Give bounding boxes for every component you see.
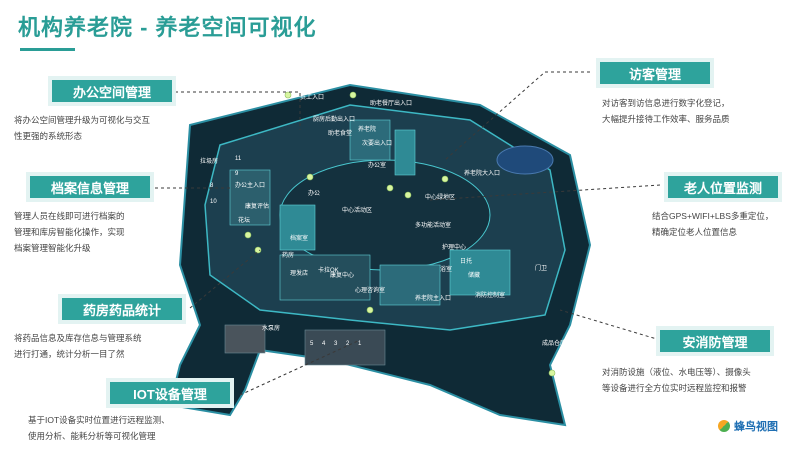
room-block[interactable] xyxy=(279,204,316,251)
map-label[interactable]: 花坛 xyxy=(238,216,250,224)
map-label[interactable]: 档案室 xyxy=(290,234,308,242)
parking-block[interactable] xyxy=(304,329,386,366)
map-label[interactable]: 门卫 xyxy=(535,264,547,272)
page-title: 机构养老院 - 养老空间可视化 xyxy=(18,15,317,40)
feature-label-visitor[interactable]: 访客管理 xyxy=(600,62,710,84)
map-label[interactable]: 水泵房 xyxy=(262,324,280,332)
map-label[interactable]: 员工入口 xyxy=(300,94,324,101)
map-label[interactable]: 理发店 xyxy=(290,269,308,277)
feature-label-iot[interactable]: IOT设备管理 xyxy=(110,382,230,404)
map-label[interactable]: 养老院 xyxy=(358,125,376,133)
location-marker[interactable] xyxy=(244,231,252,239)
map-label[interactable]: 康复评估 xyxy=(245,202,269,210)
map-label[interactable]: 办公 xyxy=(308,189,320,197)
feature-desc-pharmacy: 将药品信息及库存信息与管理系统进行打通，统计分析一目了然 xyxy=(14,333,142,359)
map-label[interactable]: 办公主入口 xyxy=(235,181,265,189)
feature-label-pharmacy[interactable]: 药房药品统计 xyxy=(62,298,182,320)
map-label[interactable]: 助老食堂 xyxy=(328,129,352,137)
map-label[interactable]: 消防控制室 xyxy=(475,291,505,299)
map-label[interactable]: 次要出入口 xyxy=(362,139,392,147)
building-number: 8 xyxy=(210,183,214,189)
room-block[interactable] xyxy=(449,249,511,296)
map-label[interactable]: 拉圾房 xyxy=(200,157,218,165)
feature-desc-fire: 对消防设施（液位、水电压等）、摄像头等设备进行全方位实时远程监控和报警 xyxy=(602,367,751,393)
map-label[interactable]: 护理中心 xyxy=(442,243,466,251)
map-label[interactable]: 卡拉OK xyxy=(318,266,339,274)
feature-desc-elder: 结合GPS+WIFI+LBS多重定位，精确定位老人位置信息 xyxy=(652,211,774,237)
map-label[interactable]: 中心绿地区 xyxy=(425,193,455,201)
location-marker[interactable] xyxy=(284,91,292,99)
feature-label-fire[interactable]: 安消防管理 xyxy=(660,330,770,352)
building-number: 9 xyxy=(235,171,239,177)
map-label[interactable]: 养老院主入口 xyxy=(415,294,451,302)
room-block[interactable] xyxy=(349,119,391,161)
map-label[interactable]: 药房 xyxy=(282,251,294,259)
map-label[interactable]: 助老餐厅出入口 xyxy=(370,99,412,107)
pump-room[interactable] xyxy=(224,324,266,354)
map-label[interactable]: 日托 xyxy=(460,257,472,265)
feature-desc-iot: 基于IOT设备实时位置进行远程监测、使用分析、能耗分析等可视化管理 xyxy=(28,415,170,441)
location-marker[interactable] xyxy=(404,191,412,199)
map-label[interactable]: 办公室 xyxy=(368,161,386,169)
room-block[interactable] xyxy=(229,169,271,226)
location-marker[interactable] xyxy=(349,91,357,99)
feature-label-elder[interactable]: 老人位置监测 xyxy=(668,176,778,198)
brand-logo: 蜂鸟视图 xyxy=(718,418,778,434)
map-label[interactable]: 心理咨询室 xyxy=(355,286,385,294)
map-label[interactable]: 浴室 xyxy=(440,265,452,273)
feature-desc-office: 将办公空间管理升级为可视化与交互性更强的系统形态 xyxy=(14,115,151,141)
map-label[interactable]: 康复中心 xyxy=(330,271,354,279)
building-number: 10 xyxy=(210,199,217,205)
room-block[interactable] xyxy=(379,264,441,306)
location-marker[interactable] xyxy=(254,246,262,254)
feature-label-office[interactable]: 办公空间管理 xyxy=(52,80,172,102)
pond xyxy=(496,145,554,175)
map-label[interactable]: 成品仓库 xyxy=(542,339,566,347)
brand-name: 蜂鸟视图 xyxy=(734,421,778,433)
feature-desc-visitor: 对访客到访信息进行数字化登记，大幅提升接待工作效率、服务品质 xyxy=(602,98,730,124)
location-marker[interactable] xyxy=(386,184,394,192)
map-label[interactable]: 中心活动区 xyxy=(342,206,372,214)
map-label[interactable]: 储藏 xyxy=(468,271,480,279)
location-marker[interactable] xyxy=(366,306,374,314)
room-block[interactable] xyxy=(394,129,416,176)
title-underline xyxy=(20,48,75,51)
bee-icon xyxy=(718,420,730,432)
feature-desc-archive: 管理人员在线即可进行档案的管理和库房智能化操作，实现档案管理智能化升级 xyxy=(14,211,125,253)
map-label[interactable]: 多功能活动室 xyxy=(415,221,451,229)
room-block[interactable] xyxy=(279,254,371,301)
location-marker[interactable] xyxy=(306,173,314,181)
location-marker[interactable] xyxy=(548,369,556,377)
map-label[interactable]: 养老院大入口 xyxy=(464,169,500,177)
feature-label-archive[interactable]: 档案信息管理 xyxy=(30,176,150,198)
location-marker[interactable] xyxy=(441,175,449,183)
map-label[interactable]: 厨房后勤出入口 xyxy=(313,115,355,123)
building-number: 11 xyxy=(235,156,242,162)
